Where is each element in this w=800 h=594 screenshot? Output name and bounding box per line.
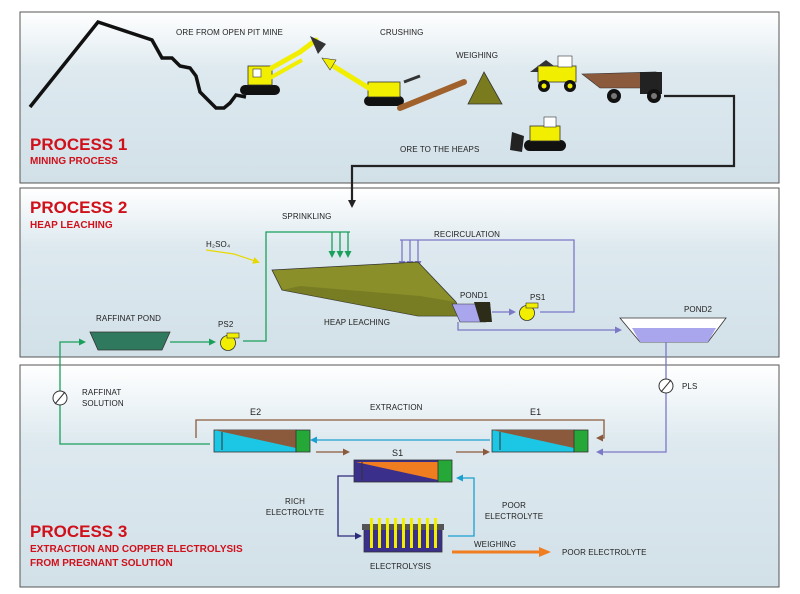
dump-truck-icon xyxy=(581,71,662,103)
process-3-subtitle-line1: EXTRACTION AND COPPER ELECTROLYSIS xyxy=(30,544,243,555)
electrolysis-cell xyxy=(362,518,444,553)
label-weighing-p3: WEIGHING xyxy=(474,540,517,549)
crusher-loader-icon xyxy=(321,57,421,106)
label-poor-electrolyte-2: ELECTROLYTE xyxy=(484,512,544,521)
weighing-pile xyxy=(467,71,503,105)
label-poor-electrolyte-1: POOR xyxy=(502,501,526,510)
loader-truck-icon xyxy=(530,55,577,92)
label-pond1: POND1 xyxy=(460,291,489,300)
ps1-pump-icon xyxy=(519,302,539,321)
process-2-title: PROCESS 2 xyxy=(30,198,128,217)
rich-electrolyte-line xyxy=(337,475,362,540)
label-extraction: EXTRACTION xyxy=(370,403,423,412)
label-crushing: CRUSHING xyxy=(380,28,424,37)
label-ps1: PS1 xyxy=(530,293,546,302)
label-rich-electrolyte-1: RICH xyxy=(285,497,305,506)
label-s1: S1 xyxy=(392,448,404,458)
label-recirculation: RECIRCULATION xyxy=(434,230,501,239)
conveyor-belt xyxy=(397,79,467,111)
poor-electrolyte-line xyxy=(448,474,475,537)
heap-to-pond2-line xyxy=(457,322,622,334)
bulldozer-icon xyxy=(510,116,566,152)
process-2-subtitle: HEAP LEACHING xyxy=(30,220,113,231)
raffinat-pond-basin xyxy=(89,331,171,351)
process-3-subtitle-line2: FROM PREGNANT SOLUTION xyxy=(30,558,173,569)
pls-valve-icon xyxy=(658,378,674,394)
ore-to-heaps-line xyxy=(348,94,736,208)
heap-leaching-shade xyxy=(282,286,462,316)
excavator-icon xyxy=(240,36,326,95)
h2so4-arrow xyxy=(205,249,260,264)
label-raffinat-pond: RAFFINAT POND xyxy=(96,314,162,323)
label-raffinat-solution-1: RAFFINAT xyxy=(82,388,122,397)
raffinat-valve-icon xyxy=(52,390,68,406)
label-e1: E1 xyxy=(530,407,542,417)
label-pls: PLS xyxy=(682,382,698,391)
label-e2: E2 xyxy=(250,407,262,417)
e2-settler xyxy=(213,429,311,453)
open-pit-mine-profile xyxy=(28,19,247,110)
pond1-bank xyxy=(474,302,492,322)
label-electrolysis: ELECTROLYSIS xyxy=(370,562,432,571)
pond2-liquid xyxy=(632,328,716,342)
label-ore-from-pit: ORE FROM OPEN PIT MINE xyxy=(176,28,283,37)
label-sprinkling: SPRINKLING xyxy=(282,212,332,221)
s1-settler xyxy=(353,459,453,483)
process-3-title: PROCESS 3 xyxy=(30,522,128,541)
label-ps2: PS2 xyxy=(218,320,234,329)
label-pond2: POND2 xyxy=(684,305,713,314)
ps2-pump-icon xyxy=(220,332,240,351)
recirculation-pipe xyxy=(400,239,575,313)
label-rich-electrolyte-2: ELECTROLYTE xyxy=(265,508,325,517)
label-h2so4: H₂SO₄ xyxy=(206,240,231,249)
label-ore-to-heaps: ORE TO THE HEAPS xyxy=(400,145,480,154)
label-heap-leaching: HEAP LEACHING xyxy=(324,318,391,327)
extraction-loop-line xyxy=(195,419,605,442)
label-raffinat-solution-2: SOLUTION xyxy=(82,399,124,408)
process-1-title: PROCESS 1 xyxy=(30,135,128,154)
e1-settler xyxy=(491,429,589,453)
label-weighing-p1: WEIGHING xyxy=(456,51,499,60)
process-1-subtitle: MINING PROCESS xyxy=(30,156,118,167)
sprinkling-pipe xyxy=(243,231,350,342)
label-poor-electrolyte-out: POOR ELECTROLYTE xyxy=(562,548,647,557)
